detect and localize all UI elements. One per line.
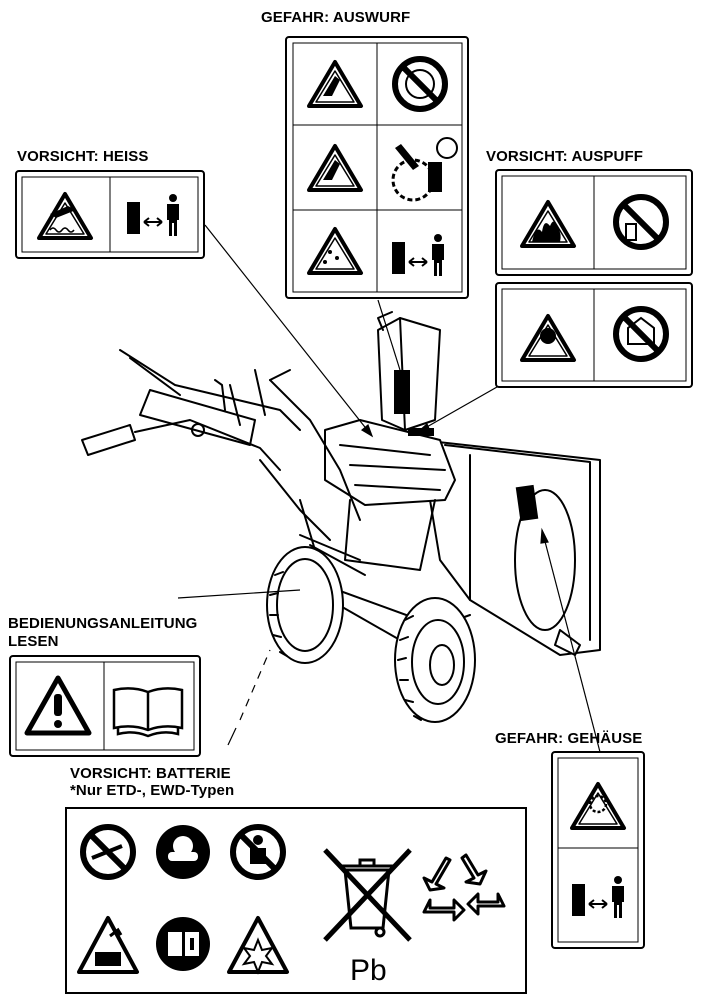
label-vorsicht-heiss: VORSICHT: HEISS: [17, 148, 149, 165]
label-nur-etd-ewd: *Nur ETD-, EWD-Typen: [70, 782, 235, 799]
read-manual-icon: [156, 917, 210, 971]
decal-chute: [394, 370, 410, 414]
snowblower-illustration: [81, 311, 601, 723]
panel-vorsicht-auspuff-1: [495, 169, 693, 276]
label-vorsicht-auspuff: VORSICHT: AUSPUFF: [486, 148, 643, 165]
keep-children-away-icon: [233, 827, 283, 877]
crossed-bin-icon: [323, 848, 412, 942]
panel-vorsicht-auspuff-2: [495, 282, 693, 388]
recycle-icon: [422, 853, 506, 922]
label-lesen: LESEN: [8, 633, 59, 650]
label-gefahr-auswurf: GEFAHR: AUSWURF: [261, 9, 411, 26]
panel-gefahr-gehaeuse: [551, 751, 645, 949]
flame-icon: [532, 221, 561, 242]
panel-bedienungsanleitung: [9, 655, 201, 757]
panel-vorsicht-batterie: Pb: [65, 807, 527, 994]
toxic-gas-icon: [540, 328, 556, 344]
no-fire-icon: [616, 197, 666, 247]
label-vorsicht-batterie: VORSICHT: BATTERIE: [70, 765, 231, 782]
warning-triangle-icon: [24, 675, 92, 736]
auger-hand-icon: [391, 137, 458, 202]
explosion-warning-icon: [227, 916, 289, 975]
panel-gefahr-auswurf: [285, 36, 469, 299]
wear-goggles-icon: [156, 825, 210, 879]
label-gefahr-gehaeuse: GEFAHR: GEHÄUSE: [495, 730, 643, 747]
leader-lines: [177, 224, 601, 753]
decal-housing: [515, 484, 539, 522]
no-hands-icon: [395, 59, 445, 109]
acid-warning-icon: [77, 916, 139, 974]
lead-symbol: Pb: [350, 954, 387, 987]
no-enclosed-space-icon: [616, 309, 666, 359]
panel-vorsicht-heiss: [15, 170, 205, 259]
manual-book-icon: [112, 687, 184, 738]
no-smoking-icon: [83, 827, 133, 877]
label-bedienungsanleitung: BEDIENUNGSANLEITUNG: [8, 615, 198, 632]
